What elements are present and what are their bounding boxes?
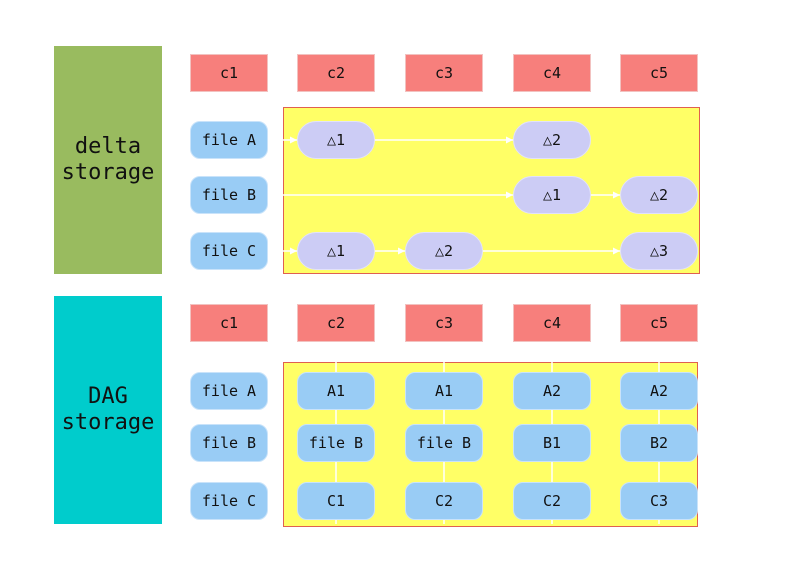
dag-commit-c5: c5 (620, 304, 698, 342)
dag-b-c5: B2 (620, 424, 698, 462)
dag-b-c3: file B (405, 424, 483, 462)
dag-b-c2: file B (297, 424, 375, 462)
arrow-c-c3-c5-head (613, 247, 620, 255)
dag-file-b: file B (190, 424, 268, 462)
delta-commit-c1: c1 (190, 54, 268, 92)
arrow-file-a-c2-head (290, 136, 297, 144)
dag-a-c5: A2 (620, 372, 698, 410)
delta-file-b: file B (190, 176, 268, 214)
dag-b-c4: B1 (513, 424, 591, 462)
dag-file-c: file C (190, 482, 268, 520)
dag-a-c3: A1 (405, 372, 483, 410)
dag-commit-c2: c2 (297, 304, 375, 342)
delta-a-c2: △1 (297, 121, 375, 159)
delta-a-c4: △2 (513, 121, 591, 159)
delta-file-c: file C (190, 232, 268, 270)
delta-storage-label: delta storage (54, 46, 162, 274)
delta-c-c2: △1 (297, 232, 375, 270)
delta-arrows (268, 136, 620, 255)
delta-commit-c3: c3 (405, 54, 483, 92)
dag-c-c5: C3 (620, 482, 698, 520)
dag-commit-c4: c4 (513, 304, 591, 342)
arrow-file-b-c4-head (506, 191, 513, 199)
delta-c-c5: △3 (620, 232, 698, 270)
dag-file-a: file A (190, 372, 268, 410)
arrow-file-c-c2-head (290, 247, 297, 255)
dag-storage-label: DAG storage (54, 296, 162, 524)
dag-commit-c3: c3 (405, 304, 483, 342)
dag-a-c2: A1 (297, 372, 375, 410)
dag-c-c4: C2 (513, 482, 591, 520)
dag-c-c3: C2 (405, 482, 483, 520)
delta-b-c5: △2 (620, 176, 698, 214)
delta-c-c3: △2 (405, 232, 483, 270)
arrow-a-c2-c4-head (506, 136, 513, 144)
dag-a-c4: A2 (513, 372, 591, 410)
arrow-c-c2-c3-head (398, 247, 405, 255)
delta-commit-c2: c2 (297, 54, 375, 92)
delta-commit-c5: c5 (620, 54, 698, 92)
delta-file-a: file A (190, 121, 268, 159)
arrow-b-c4-c5-head (613, 191, 620, 199)
dag-commit-c1: c1 (190, 304, 268, 342)
delta-b-c4: △1 (513, 176, 591, 214)
dag-c-c2: C1 (297, 482, 375, 520)
delta-commit-c4: c4 (513, 54, 591, 92)
